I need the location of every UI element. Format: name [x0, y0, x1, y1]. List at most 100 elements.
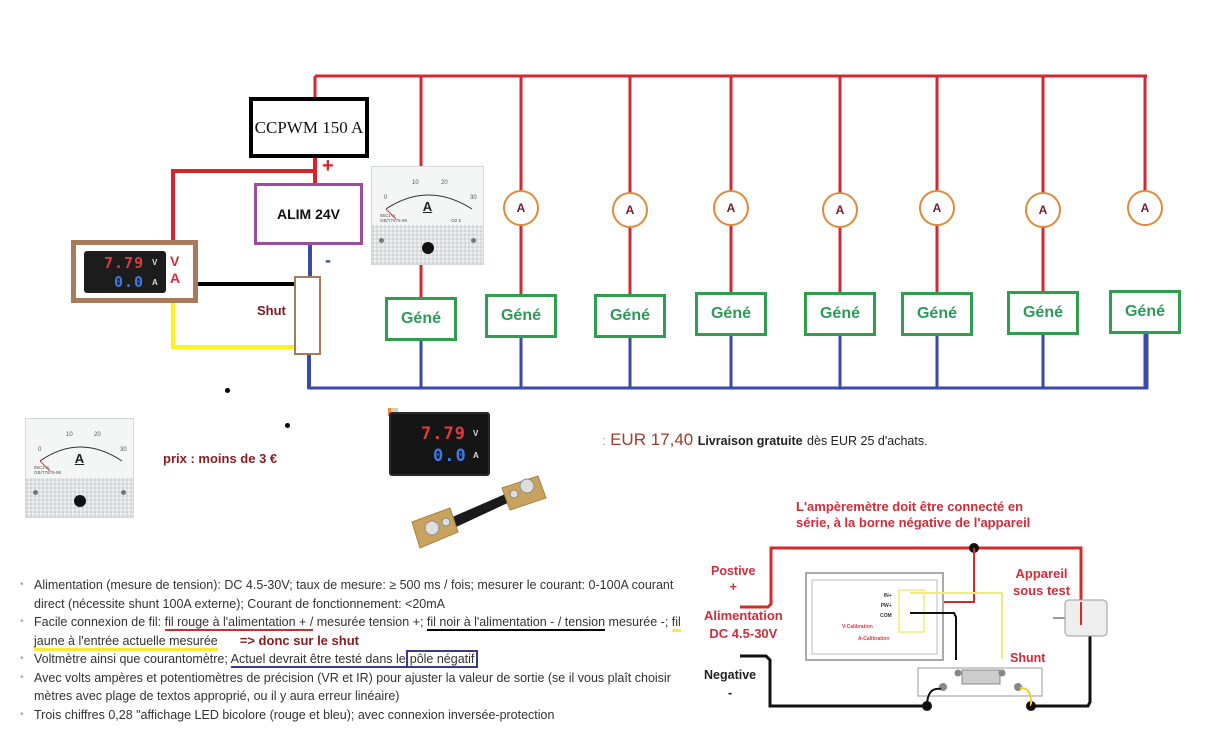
spec-item: Voltmètre ainsi que courantomètre; Actue… — [20, 650, 700, 669]
volt-unit: V — [152, 258, 158, 267]
positive-label: Postive — [711, 564, 756, 578]
spec-text: mesurée -; — [605, 615, 672, 629]
volt-unit: V — [473, 429, 479, 438]
wiring-guide-diagram — [740, 543, 1108, 711]
a-calibration: A-Calibration — [858, 636, 890, 642]
terminal-in: IN+ — [883, 593, 892, 599]
analog-ammeter-diagram: 0 10 20 30 A 85C1-A GB/T7676-98 -D2.5 — [371, 166, 484, 265]
ammeter-symbol: A — [1127, 190, 1163, 226]
meter-unit: A — [74, 451, 85, 467]
negative-pole-highlight: pôle négatif — [405, 650, 479, 668]
meter-scale — [385, 194, 473, 220]
meter-standard: GB/T7676-98 — [34, 470, 62, 475]
dot-marker — [225, 388, 230, 393]
shipping-bold: Livraison gratuite — [697, 434, 803, 448]
device-label: sous test — [1013, 583, 1071, 598]
meter-unit: A — [422, 199, 433, 214]
analog-price-note: prix : moins de 3 € — [163, 451, 278, 466]
digital-price-line: : EUR 17,40 Livraison gratuite dès EUR 2… — [602, 430, 928, 450]
shipping-rest: dès EUR 25 d'achats. — [807, 434, 928, 448]
price-prefix: : — [602, 433, 606, 448]
meter-class: -D2.5 — [450, 218, 462, 223]
generator-box: Géné — [485, 294, 557, 338]
shunt-annotation: => donc sur le shut — [239, 632, 359, 648]
power-supply-box: ALIM 24V — [254, 183, 363, 245]
spec-text: Facile connexion de fil: — [34, 615, 165, 629]
device-label-group: Appareil sous test — [1013, 565, 1070, 599]
current-readout: 0.0 — [433, 446, 467, 466]
ammeter-symbol: A — [612, 192, 648, 228]
spec-text: mesurée tension +; — [313, 615, 427, 629]
voltage-readout: 7.79 — [421, 424, 466, 444]
digital-meter-product: 7.79 V 0.0 A — [389, 412, 490, 476]
shunt-product — [411, 475, 547, 549]
positive-sign: + — [729, 580, 737, 594]
generator-box: Géné — [901, 292, 973, 336]
negative-pole-note: Actuel devrait être testé dans le — [230, 652, 406, 668]
scale-label: 20 — [94, 432, 101, 438]
scale-label: 0 — [38, 447, 42, 453]
guide-shunt-label: Shunt — [1010, 651, 1046, 665]
ammeter-symbol: A — [503, 190, 539, 226]
generator-box: Géné — [1109, 290, 1181, 334]
scale-label: 30 — [120, 447, 127, 453]
zero-adjust-knob — [73, 495, 86, 508]
generator-box: Géné — [385, 297, 457, 341]
yellow-wire-note: fil jaune à l'entrée actuelle mesurée — [34, 615, 681, 651]
scale-label: 20 — [441, 180, 448, 186]
meter-model: 85C1-A — [34, 465, 50, 470]
supply-range: DC 4.5-30V — [709, 626, 778, 641]
supply-label: Alimentation — [704, 608, 783, 623]
dot-marker — [285, 423, 290, 428]
digital-price: EUR 17,40 — [610, 430, 694, 449]
current-readout: 0.0 — [114, 273, 145, 291]
ammeter-symbol: A — [822, 192, 858, 228]
supply-label-group: Alimentation DC 4.5-30V — [704, 607, 783, 643]
meter-model: 85C1-A — [380, 213, 396, 218]
generator-box: Géné — [1007, 291, 1079, 335]
meter-display: 7.79 V 0.0 A — [84, 251, 166, 293]
black-wire-note: fil noir à l'alimentation - / tension — [426, 615, 606, 631]
meter-scale — [39, 446, 123, 472]
v-calibration: V-Calibration — [842, 624, 873, 630]
terminal-com: COM — [880, 613, 892, 619]
shunt-label: Shut — [257, 303, 286, 318]
shunt-body — [294, 276, 321, 355]
ammeter-symbol: A — [1025, 192, 1061, 228]
negative-label-group: Negative - — [704, 666, 756, 702]
device-label: Appareil — [1015, 566, 1068, 581]
spec-item: Trois chiffres 0,28 "affichage LED bicol… — [20, 706, 700, 725]
terminal-pw: PW+ — [880, 603, 892, 609]
negative-symbol: - — [325, 250, 331, 270]
negative-sign: - — [727, 686, 733, 700]
scale-label: 10 — [412, 180, 419, 186]
wiring-guide-title: L'ampèremètre doit être connecté en séri… — [796, 499, 1030, 531]
meter-v-label: V — [170, 253, 180, 269]
meter-a-label: A — [170, 270, 181, 286]
meter-red-lead — [171, 169, 316, 245]
meter-standard: GB/T7676-98 — [380, 218, 408, 223]
generator-box: Géné — [594, 294, 666, 338]
positive-label-group: Postive + — [711, 563, 755, 595]
ammeter-symbol: A — [919, 190, 955, 226]
ammeter-symbol: A — [713, 190, 749, 226]
analog-ammeter-product: 0 10 20 30 A 85C1-A GB/T7676-98 — [25, 418, 134, 518]
spec-item: Facile connexion de fil: fil rouge à l'a… — [20, 613, 700, 651]
scale-label: 30 — [470, 195, 477, 201]
amp-unit: A — [152, 278, 158, 287]
power-supply-label: ALIM 24V — [276, 206, 340, 222]
title-line: L'ampèremètre doit être connecté en — [796, 499, 1024, 514]
voltage-readout: 7.79 — [104, 254, 145, 272]
scale-label: 0 — [384, 195, 388, 201]
negative-label: Negative — [704, 668, 757, 682]
title-line: série, à la borne négative de l'appareil — [796, 515, 1031, 530]
controller-label: CCPWM 150 A — [254, 117, 364, 137]
controller-box: CCPWM 150 A — [249, 97, 369, 158]
positive-symbol: + — [322, 155, 334, 177]
generator-box: Géné — [695, 292, 767, 336]
scale-label: 10 — [66, 432, 73, 438]
spec-list: Alimentation (mesure de tension): DC 4.5… — [20, 576, 700, 724]
volt-amp-meter: 7.79 V 0.0 A V A — [71, 240, 198, 303]
spec-text: Voltmètre ainsi que courantomètre; — [34, 652, 231, 666]
